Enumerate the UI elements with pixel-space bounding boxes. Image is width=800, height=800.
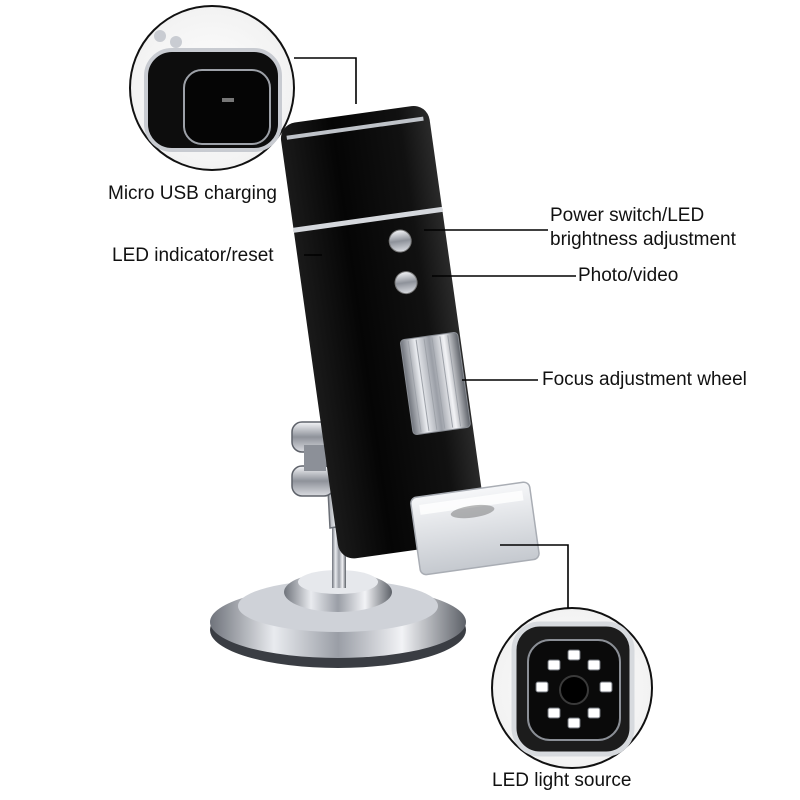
microscope-body [280, 105, 540, 576]
stand-base [210, 570, 466, 668]
power-switch-label-line1: Power switch/LED [550, 205, 705, 226]
leader-lines [294, 57, 576, 608]
focus-wheel-label: Focus adjustment wheel [542, 369, 747, 390]
power-switch-label-line2: brightness adjustment [550, 229, 736, 250]
usb-port-inset [129, 5, 295, 171]
power-switch-label: Power switch/LED brightness adjustment [550, 204, 736, 252]
leader-light [500, 544, 569, 608]
leader-usb [294, 57, 357, 104]
led-indicator-label: LED indicator/reset [112, 245, 274, 266]
photo-video-label: Photo/video [578, 265, 679, 286]
micro-usb-label: Micro USB charging [108, 183, 277, 204]
led-light-source-label: LED light source [492, 770, 632, 791]
led-light-source-inset [491, 607, 653, 769]
adjustment-knob [291, 421, 335, 497]
